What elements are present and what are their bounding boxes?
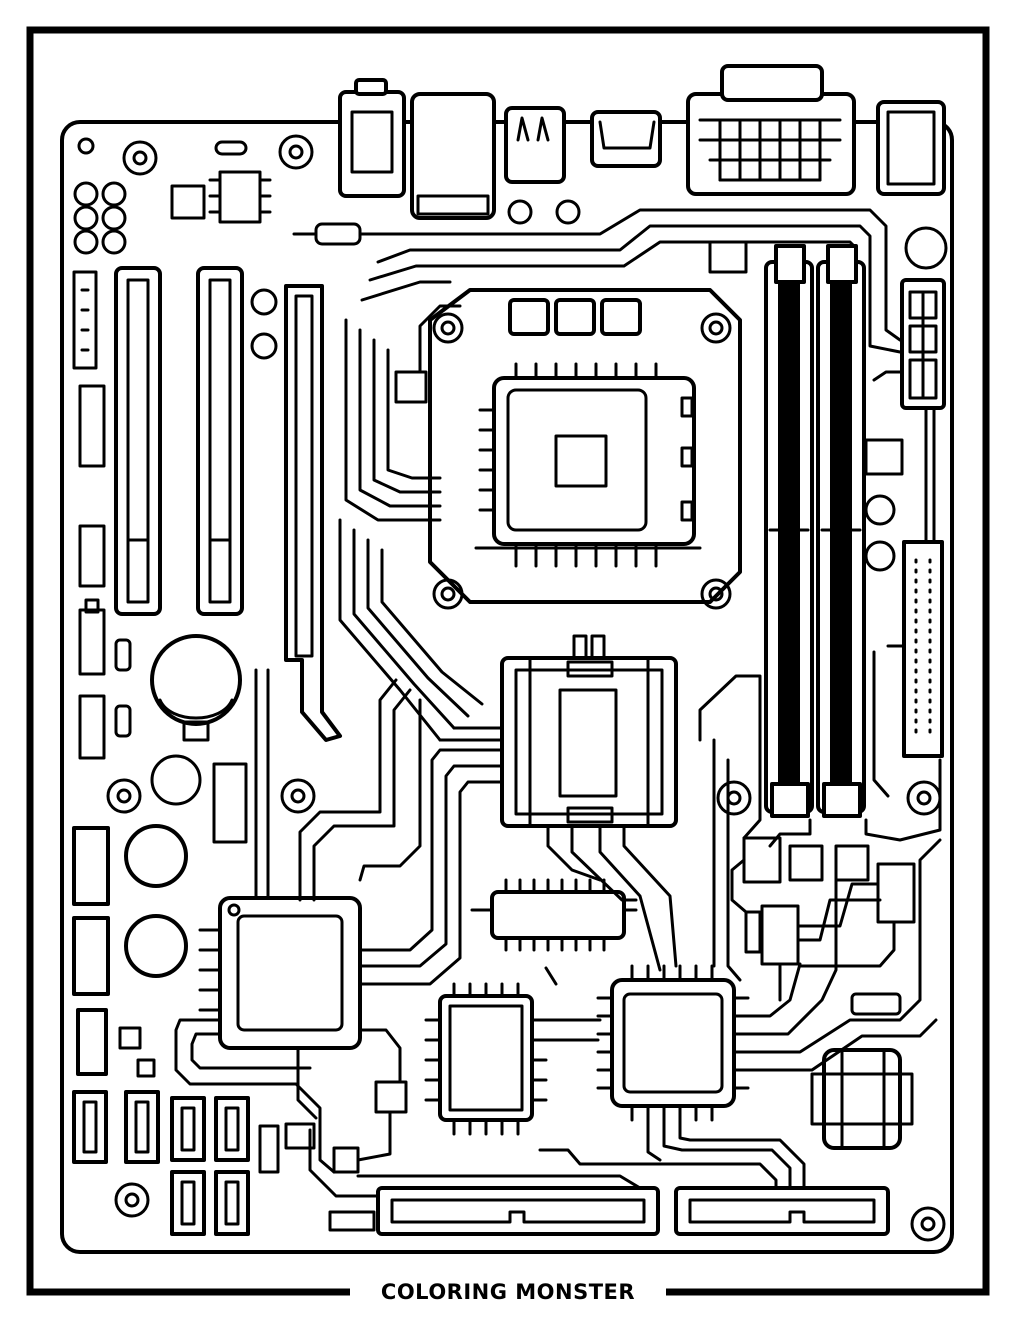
square-chip	[424, 982, 548, 1136]
bottom-headers	[72, 1080, 408, 1236]
right-components	[742, 836, 916, 1150]
mounting-holes	[77, 134, 948, 1242]
small-components	[72, 140, 402, 760]
controller-chip	[198, 896, 362, 1050]
expansion-slots	[114, 266, 342, 742]
qfp-chip	[596, 964, 750, 1122]
io-ports	[338, 64, 946, 225]
circuit-traces	[174, 208, 942, 1198]
ram-slots	[708, 240, 866, 818]
dip-chip	[470, 878, 638, 986]
capacitors	[72, 634, 248, 1078]
brand-label: COLORING MONSTER	[350, 1276, 666, 1308]
cpu-socket	[394, 288, 742, 610]
bottom-slots	[376, 1186, 890, 1236]
power-connector	[864, 278, 946, 758]
chipset	[500, 634, 678, 828]
